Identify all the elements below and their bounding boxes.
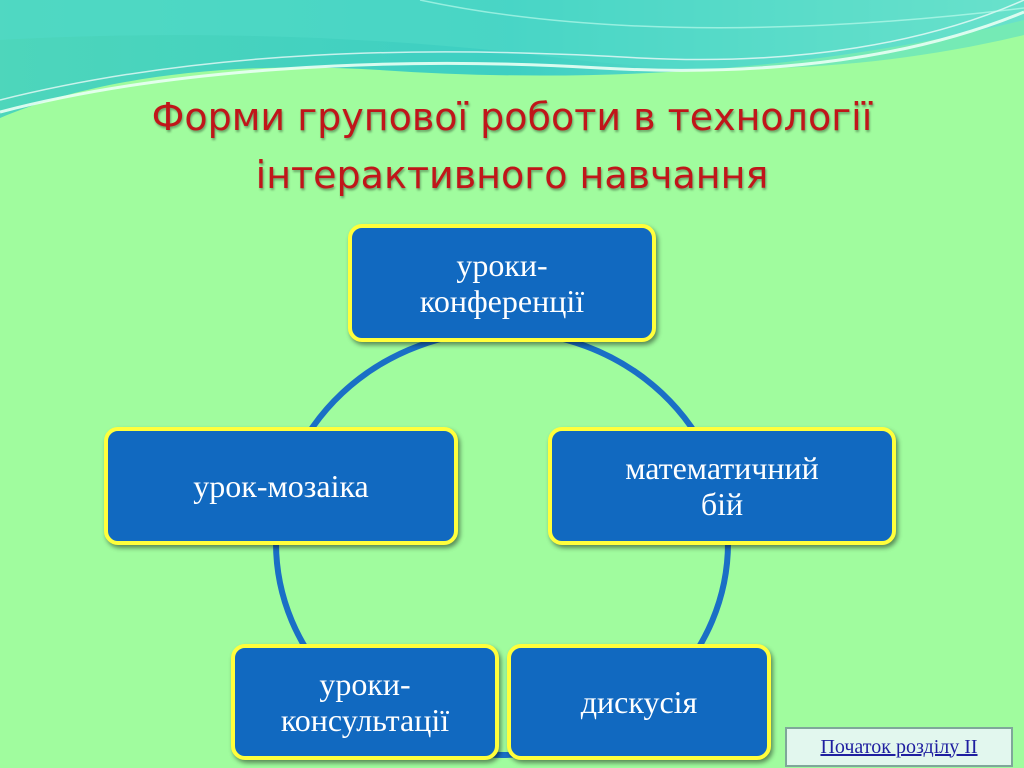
cycle-node-math-battle-line-2: бій bbox=[700, 486, 744, 522]
slide-title-line-1: Форми групової роботи в технології bbox=[151, 95, 873, 139]
cycle-node-discussion-line-1: дискусія bbox=[580, 684, 698, 720]
cycle-node-consultations-line-1: уроки- bbox=[319, 666, 411, 702]
cycle-node-conferences-line-2: конференції bbox=[419, 283, 585, 319]
cycle-node-conferences-line-1: уроки- bbox=[456, 247, 548, 283]
cycle-node-discussion: дискусія bbox=[507, 644, 771, 760]
cycle-node-conferences: уроки- конференції bbox=[348, 224, 656, 342]
cycle-node-consultations: уроки- консультації bbox=[231, 644, 499, 760]
slide-title: Форми групової роботи в технології інтер… bbox=[40, 88, 984, 204]
header-wave-decoration bbox=[0, 0, 1024, 118]
cycle-node-math-battle: математичний бій bbox=[548, 427, 896, 545]
cycle-node-mosaic-line-1: урок-мозаіка bbox=[193, 468, 369, 504]
cycle-node-mosaic: урок-мозаіка bbox=[104, 427, 458, 545]
cycle-node-math-battle-line-1: математичний bbox=[625, 450, 819, 486]
cycle-node-consultations-line-2: консультації bbox=[280, 702, 450, 738]
slide-title-line-2: інтерактивного навчання bbox=[255, 153, 769, 197]
section-start-link[interactable]: Початок розділу ІІ bbox=[785, 727, 1013, 767]
